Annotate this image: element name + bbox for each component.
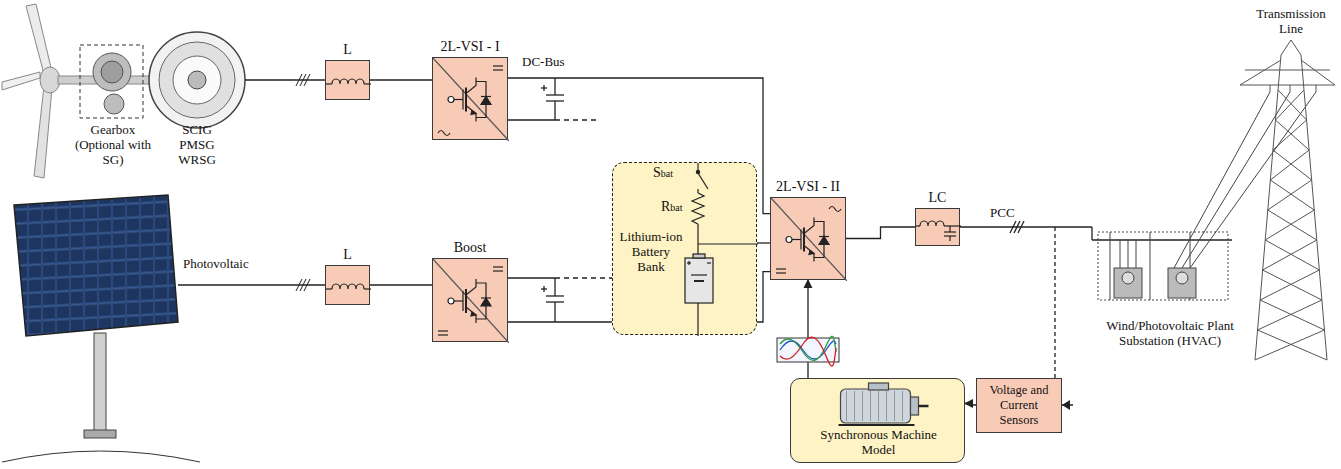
node-label: Lithium-ion Battery Bank — [617, 229, 685, 274]
annotation-label: Transmission Line — [1245, 6, 1337, 36]
converter-box: 2L-VSI - I — [432, 57, 508, 140]
lc-filter: LC — [915, 208, 960, 246]
annotation-label: Photovoltaic — [183, 256, 249, 271]
transmission-tower — [1240, 40, 1335, 360]
pcc-arrow — [1062, 400, 1070, 410]
symbol — [916, 209, 961, 247]
battery-region: SbatRbatLithium-ion Battery Bank — [612, 162, 757, 335]
converter-box: 2L-VSI - II — [770, 197, 846, 280]
symbol — [326, 266, 371, 306]
wire-connector — [370, 284, 432, 285]
inductor-filter: L — [325, 60, 370, 100]
symbol — [326, 61, 371, 101]
annotation-label: Wind/Photovoltaic Plant Substation (HVAC… — [1090, 318, 1250, 348]
annotation-label: PCC — [990, 205, 1015, 220]
pv-panel — [2, 195, 325, 462]
node-label: 2L-VSI - II — [776, 179, 840, 195]
node-label: LC — [929, 190, 947, 206]
node-label: Voltage and Current Sensors — [982, 383, 1056, 428]
symbol — [433, 58, 509, 141]
node-label: Boost — [454, 240, 487, 256]
generator — [149, 32, 325, 128]
gearbox — [80, 45, 143, 118]
waveform-icon — [777, 336, 839, 366]
node-label: L — [343, 247, 352, 263]
machine-model-box: Synchronous Machine Model — [790, 378, 965, 463]
converter-box: Boost — [432, 258, 508, 342]
node-label: Synchronous Machine Model — [819, 427, 939, 457]
inductor-filter: L — [325, 265, 370, 305]
wire-connector — [846, 227, 915, 239]
node-label: Sbat — [653, 165, 673, 182]
symbol — [771, 198, 847, 281]
node-label: Rbat — [661, 199, 683, 216]
node-label: 2L-VSI - I — [440, 39, 499, 55]
wire-connector — [807, 280, 808, 378]
annotation-label: DC-Bus — [522, 54, 565, 69]
annotation-label: SCIG PMSG WRSG — [168, 122, 226, 167]
wire-connector — [965, 404, 976, 406]
wire-connector — [370, 79, 432, 80]
symbol — [433, 259, 509, 343]
sensor-box: Voltage and Current Sensors — [976, 378, 1062, 433]
substation — [1098, 92, 1316, 300]
node-label: L — [343, 42, 352, 58]
wire-connector — [757, 242, 770, 243]
dc-link-capacitors — [508, 78, 612, 322]
annotation-label: Gearbox (Optional with SG) — [72, 122, 154, 167]
